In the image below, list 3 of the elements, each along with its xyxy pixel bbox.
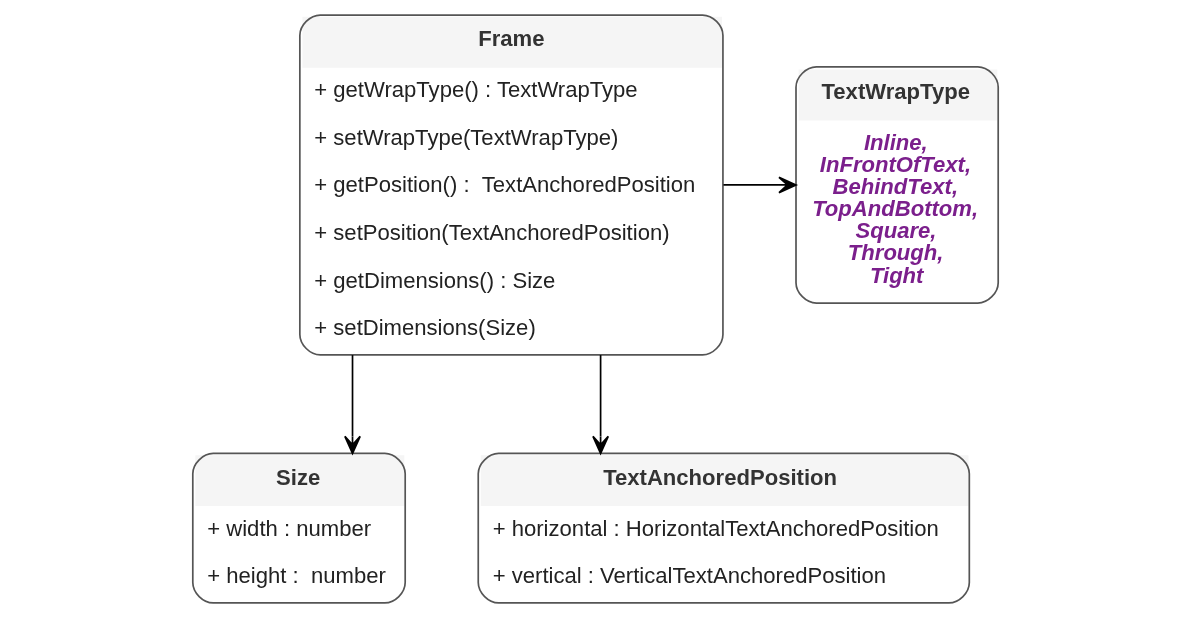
arrow <box>592 354 610 455</box>
arrow <box>722 176 797 194</box>
arrow <box>344 354 361 455</box>
